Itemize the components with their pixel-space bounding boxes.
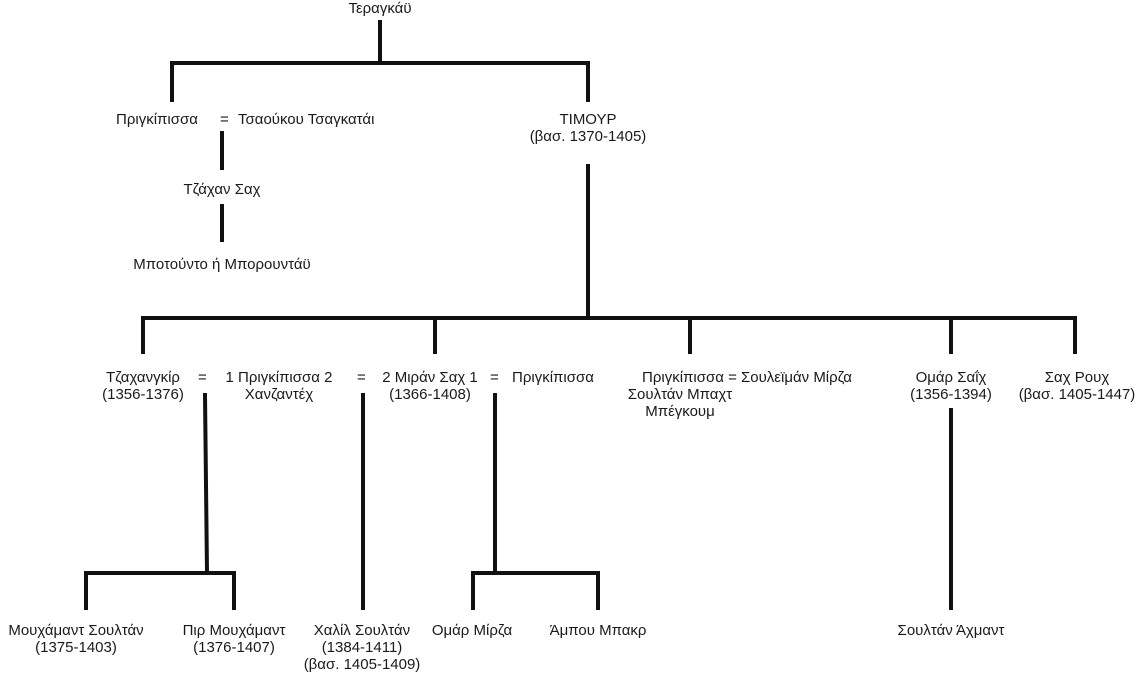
- person-princess-top: Πριγκίπισσα: [116, 111, 198, 128]
- person-tzachan: Τζάχαν Σαχ: [183, 181, 261, 198]
- person-abu-bakr: Άμπου Μπακρ: [549, 622, 647, 639]
- person-khalil-sultan: Χαλίλ Σουλτάν (1384-1411) (βασ. 1405-140…: [303, 622, 421, 673]
- person-omar-mirza: Ομάρ Μίρζα: [431, 622, 513, 639]
- person-princess-miran: Πριγκίπισσα: [512, 369, 594, 386]
- person-shah-rukh: Σαχ Ρουχ (βασ. 1405-1447): [1018, 369, 1136, 403]
- person-muhammad-sultan: Μουχάμαντ Σουλτάν (1375-1403): [8, 622, 144, 656]
- marriage-sign: =: [357, 369, 366, 386]
- person-timur: ΤΙΜΟΥΡ (βασ. 1370-1405): [529, 111, 647, 145]
- person-sultan-bakht-begum: Σουλτάν Μπαχτ Μπέγκουμ: [627, 386, 733, 420]
- person-botounto: Μποτούντο ή Μπορουντάϋ: [133, 256, 311, 273]
- person-jahangir: Τζαχανγκίρ (1356-1376): [102, 369, 184, 403]
- person-princess-soulaiman: Πριγκίπισσα = Σουλεϊμάν Μίρζα: [642, 369, 852, 386]
- person-tsaouk: Τσαούκου Τσαγκατάι: [238, 111, 375, 128]
- person-pir-muhammad: Πιρ Μουχάμαντ (1376-1407): [182, 622, 286, 656]
- line-jahangir-down: [202, 392, 210, 576]
- marriage-sign: =: [490, 369, 499, 386]
- marriage-sign: =: [220, 111, 229, 128]
- person-princess-khanzade: 1 Πριγκίπισσα 2 Χανζαντέχ: [225, 369, 333, 403]
- person-miran: 2 Μιράν Σαχ 1 (1366-1408): [382, 369, 478, 403]
- person-teragkai: Τεραγκάϋ: [348, 0, 412, 17]
- person-sultan-ahmad: Σουλτάν Άχμαντ: [897, 622, 1005, 639]
- marriage-sign: =: [198, 369, 207, 386]
- person-omar-saikh: Ομάρ Σαΐχ (1356-1394): [910, 369, 992, 403]
